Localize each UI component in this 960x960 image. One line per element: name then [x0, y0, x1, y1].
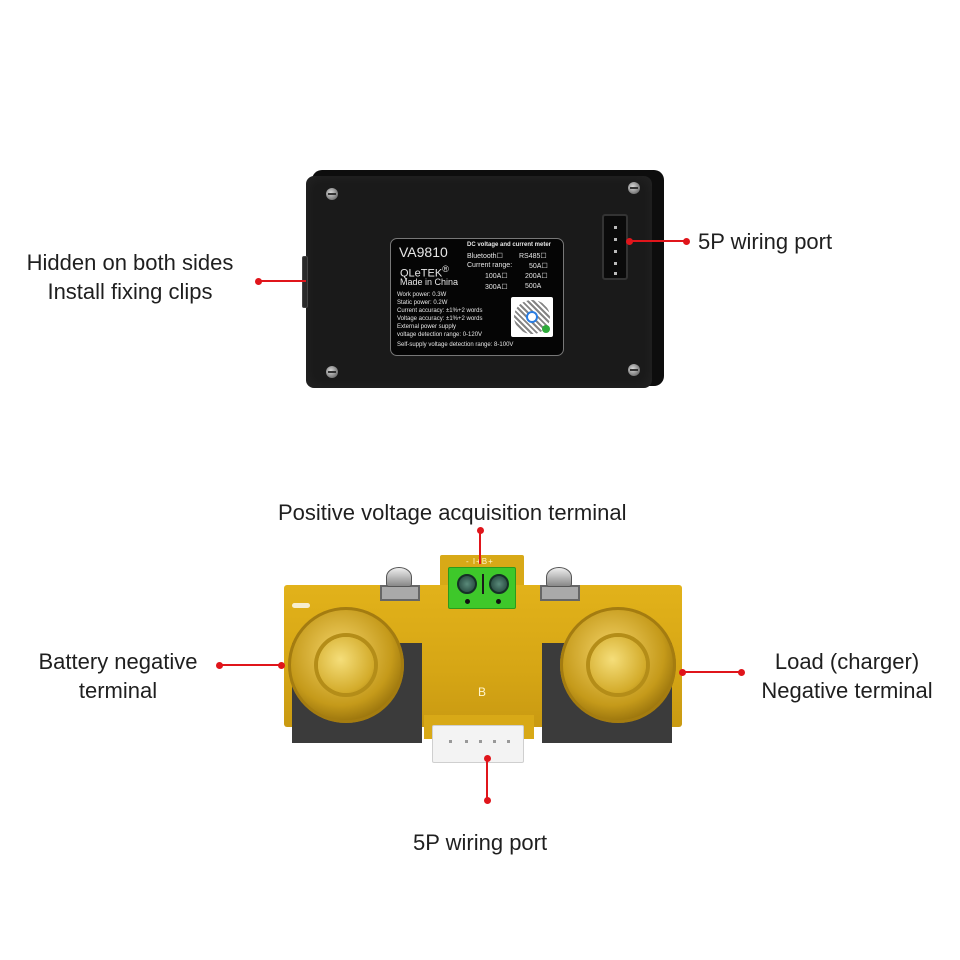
leader-dot: [738, 669, 745, 676]
label-meter-5p-port: 5P wiring port: [698, 229, 833, 254]
spec-sticker: VA9810 QLeTEK® Made in China DC voltage …: [390, 238, 564, 356]
screw-icon: [326, 188, 338, 200]
label-fixing-clips: Hidden on both sides Install fixing clip…: [26, 250, 234, 304]
clamp-left: [380, 585, 420, 601]
clamp-right: [540, 585, 580, 601]
brand-name: QLeTEK®: [400, 264, 449, 280]
leader-line: [258, 280, 306, 282]
spec-line: External power supply: [397, 324, 457, 330]
option-100a: 100A☐: [485, 273, 508, 280]
leader-line: [682, 671, 742, 673]
label-positive-terminal: Positive voltage acquisition terminal: [278, 500, 627, 525]
shunt-5p-port: [432, 725, 524, 763]
qr-code-icon: [511, 297, 553, 337]
spec-line: Current accuracy: ±1%+2 words: [397, 308, 483, 314]
positive-voltage-terminal-block: [448, 567, 516, 609]
screw-icon: [628, 364, 640, 376]
leader-line: [479, 530, 481, 564]
leader-dot: [216, 662, 223, 669]
silkscreen-b: B: [478, 685, 487, 699]
screw-icon: [326, 366, 338, 378]
meter-body: VA9810 QLeTEK® Made in China DC voltage …: [302, 176, 652, 388]
leader-dot: [278, 662, 285, 669]
screw-icon: [457, 574, 477, 594]
option-300a: 300A☐: [485, 284, 508, 291]
spec-line: Voltage accuracy: ±1%+2 words: [397, 316, 483, 322]
model-number: VA9810: [399, 244, 448, 260]
spec-line: Static power: 0.2W: [397, 300, 448, 306]
option-rs485: RS485☐: [519, 253, 547, 260]
fixing-clip-slot: [302, 256, 308, 308]
shunt-board: B - I+B+: [278, 555, 688, 763]
leader-line: [220, 664, 282, 666]
load-negative-bolt: [560, 607, 676, 723]
leader-dot: [679, 669, 686, 676]
screw-icon: [489, 574, 509, 594]
meter-5p-port: [602, 214, 628, 280]
label-load-negative: Load (charger) Negative terminal: [761, 649, 933, 703]
screw-icon: [386, 567, 412, 587]
leader-line: [630, 240, 686, 242]
battery-negative-bolt: [288, 607, 404, 723]
label-battery-negative: Battery negative terminal: [38, 649, 198, 703]
option-50a: 50A☐: [529, 263, 548, 270]
leader-dot: [484, 755, 491, 762]
spec-line: Self-supply voltage detection range: 8-1…: [397, 342, 514, 348]
leader-dot: [626, 238, 633, 245]
meter-rear-view: VA9810 QLeTEK® Made in China DC voltage …: [302, 170, 664, 388]
option-200a: 200A☐: [525, 273, 548, 280]
spec-line: voltage detection range: 0-120V: [397, 332, 483, 338]
screw-icon: [546, 567, 572, 587]
leader-line: [486, 758, 488, 800]
leader-dot: [484, 797, 491, 804]
option-500a: 500A: [525, 283, 542, 290]
sticker-title: DC voltage and current meter: [467, 242, 552, 248]
label-shunt-5p-port: 5P wiring port: [413, 830, 548, 855]
origin-text: Made in China: [400, 277, 459, 287]
screw-icon: [628, 182, 640, 194]
spec-line: Work power: 0.3W: [397, 292, 447, 298]
option-bluetooth: Bluetooth☐: [467, 253, 503, 260]
current-range-label: Current range:: [467, 262, 513, 269]
leader-dot: [683, 238, 690, 245]
